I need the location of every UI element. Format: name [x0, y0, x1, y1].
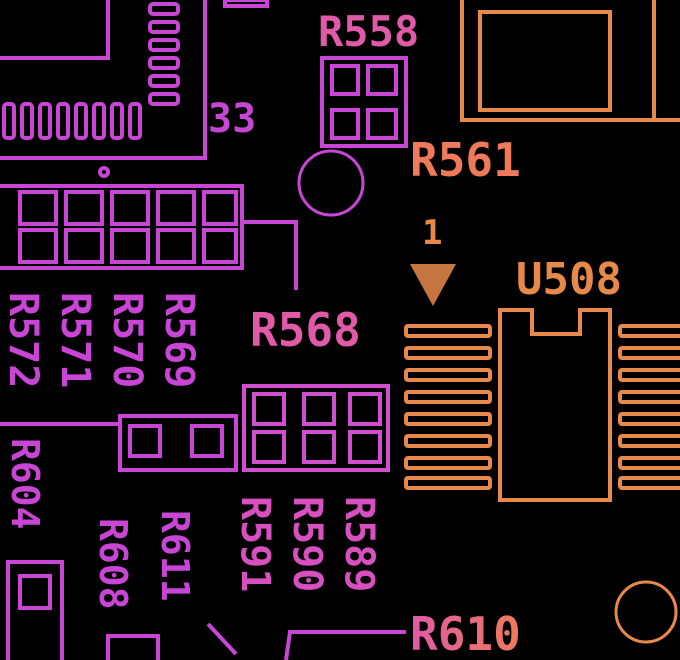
label-r604: R604: [3, 438, 47, 530]
array-mid-outline: [242, 384, 390, 472]
ic-top-left: [0, 0, 269, 178]
pair-outline: [118, 414, 238, 472]
pin1-dot: [98, 166, 110, 178]
label-r591: R591: [232, 496, 278, 592]
ic-outer: [460, 0, 656, 122]
vertical-labels-mid: R591 R590 R589: [232, 496, 382, 592]
label-r611: R611: [153, 510, 197, 602]
u508-body: [498, 308, 612, 502]
label-r568: R568: [250, 303, 361, 357]
part-r604: [6, 560, 64, 660]
vertical-labels-bottom: R604 R608 R611: [3, 438, 197, 610]
ic-top-stub: [223, 0, 269, 8]
label-r571: R571: [52, 292, 98, 388]
resistor-pair-left: [0, 414, 238, 472]
label-pin1: 1: [422, 213, 442, 253]
vertical-labels-left: R572 R571 R570 R569: [0, 292, 202, 388]
label-r608: R608: [91, 518, 135, 610]
label-r610: R610: [410, 607, 521, 660]
label-r558: R558: [318, 7, 419, 56]
array-outline: [0, 184, 244, 270]
bottom-left-parts: [6, 560, 406, 660]
resistor-array-left: [0, 184, 298, 290]
resistor-array-mid: [242, 384, 390, 472]
label-r569: R569: [156, 292, 202, 388]
ic-inner-outline: [0, 0, 110, 60]
ic-right-pads: [148, 2, 180, 106]
mounting-hole-lower: [614, 580, 678, 644]
u508-left-pins: [404, 324, 492, 490]
ic-u508: [404, 308, 680, 502]
mounting-hole-upper: [297, 149, 365, 217]
u508-right-pins: [618, 324, 680, 490]
diag-trace: [206, 622, 238, 656]
label-r589: R589: [336, 496, 382, 592]
ic-bottom-pads: [2, 102, 142, 140]
label-r572: R572: [0, 292, 46, 388]
ic-top-right: [460, 0, 680, 122]
trace-r610: [284, 630, 406, 660]
ic-outer-outline: [0, 0, 207, 160]
label-r570: R570: [104, 292, 150, 388]
label-r590: R590: [284, 496, 330, 592]
part-r608: [106, 634, 160, 660]
label-33: 33: [208, 96, 256, 142]
trace-to-r568: [242, 220, 298, 290]
component-r558: [320, 56, 408, 148]
label-r561: R561: [410, 133, 521, 187]
pin1-triangle-icon: [410, 264, 456, 306]
ic-inner: [478, 10, 612, 112]
label-u508: U508: [516, 254, 622, 305]
